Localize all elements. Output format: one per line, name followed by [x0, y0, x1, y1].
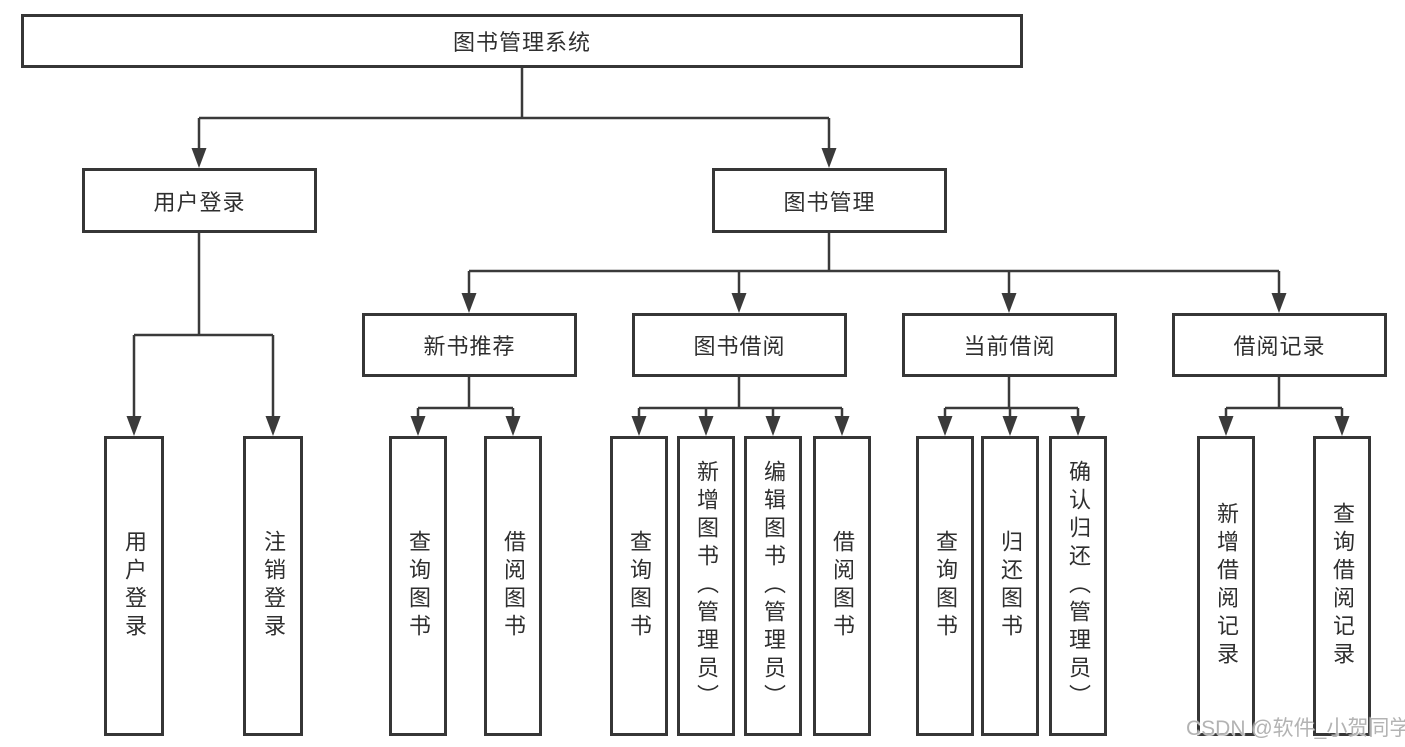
- connector-user-login-children: [132, 233, 275, 419]
- node-label: 图书管理系统: [452, 30, 591, 55]
- node-label: 借阅图书: [830, 530, 855, 642]
- leaf-borrow-books: 借阅图书: [813, 436, 871, 736]
- leaf-query-borrow-record: 查询借阅记录: [1313, 436, 1371, 736]
- csdn-watermark: CSDN @软件_小贺同学: [1186, 717, 1405, 740]
- connector-book-borrow-children: [637, 377, 844, 419]
- node-label: 查询图书: [627, 530, 652, 642]
- node-label: 注销登录: [261, 530, 286, 642]
- node-book-borrow: 图书借阅: [632, 313, 847, 377]
- node-label: 新书推荐: [423, 334, 516, 359]
- node-label: 新增图书（管理员）: [694, 460, 719, 712]
- node-label: 当前借阅: [963, 334, 1056, 359]
- leaf-query-books-borrow: 查询图书: [610, 436, 668, 736]
- connector-borrow-records-children: [1224, 377, 1344, 419]
- node-borrow-records: 借阅记录: [1172, 313, 1387, 377]
- connector-root-to-level2: [197, 68, 831, 151]
- node-new-book-recommend: 新书推荐: [362, 313, 577, 377]
- leaf-return-books: 归还图书: [981, 436, 1039, 736]
- leaf-borrow-books-recommend: 借阅图书: [484, 436, 542, 736]
- connector-book-management-children: [467, 232, 1281, 296]
- node-label: 查询图书: [933, 530, 958, 642]
- node-label: 查询图书: [406, 530, 431, 642]
- connector-new-book-recommend-children: [416, 377, 515, 419]
- node-current-borrow: 当前借阅: [902, 313, 1117, 377]
- node-label: 图书管理: [783, 189, 876, 215]
- leaf-edit-books-admin: 编辑图书（管理员）: [744, 436, 802, 736]
- node-label: 借阅记录: [1233, 334, 1326, 359]
- node-label: 用户登录: [122, 530, 147, 642]
- node-root-system: 图书管理系统: [21, 14, 1023, 68]
- leaf-query-books-current: 查询图书: [916, 436, 974, 736]
- leaf-user-login: 用户登录: [104, 436, 164, 736]
- node-label: 确认归还（管理员）: [1066, 460, 1091, 712]
- node-label: 归还图书: [998, 530, 1023, 642]
- node-label: 图书借阅: [693, 334, 786, 359]
- arrowheads: [126, 148, 1350, 436]
- node-label: 查询借阅记录: [1330, 502, 1355, 670]
- leaf-query-books-recommend: 查询图书: [389, 436, 447, 736]
- node-book-management: 图书管理: [712, 168, 947, 233]
- leaf-add-books-admin: 新增图书（管理员）: [677, 436, 735, 736]
- leaf-logout: 注销登录: [243, 436, 303, 736]
- node-user-login: 用户登录: [82, 168, 317, 233]
- leaf-confirm-return-admin: 确认归还（管理员）: [1049, 436, 1107, 736]
- leaf-add-borrow-record: 新增借阅记录: [1197, 436, 1255, 736]
- node-label: 用户登录: [153, 189, 246, 215]
- node-label: 新增借阅记录: [1214, 502, 1239, 670]
- node-label: 借阅图书: [501, 530, 526, 642]
- connector-current-borrow-children: [943, 377, 1080, 419]
- node-label: 编辑图书（管理员）: [761, 460, 786, 712]
